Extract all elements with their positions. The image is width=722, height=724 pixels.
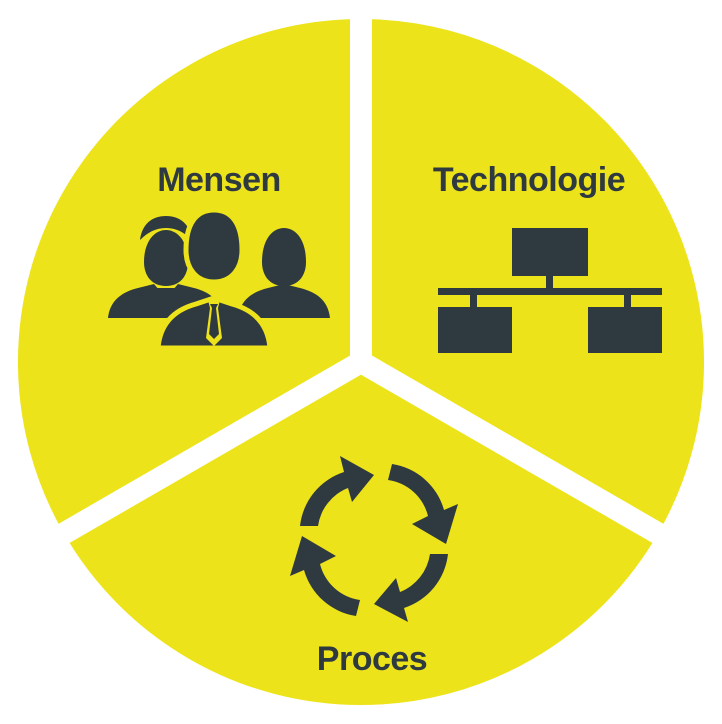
network-node-left bbox=[438, 307, 512, 353]
person-right-icon bbox=[238, 228, 330, 318]
label-proces: Proces bbox=[316, 640, 428, 678]
network-hierarchy-icon bbox=[438, 228, 662, 353]
people-icon bbox=[108, 207, 330, 351]
label-mensen: Mensen bbox=[157, 161, 281, 199]
network-node-right bbox=[588, 307, 662, 353]
segment-proces bbox=[39, 349, 683, 724]
person-center-icon bbox=[155, 207, 273, 351]
network-bus-line bbox=[438, 288, 662, 295]
cycle-arrows-icon bbox=[290, 456, 458, 622]
label-technologie: Technologie bbox=[432, 161, 626, 199]
network-top-node bbox=[512, 228, 588, 276]
